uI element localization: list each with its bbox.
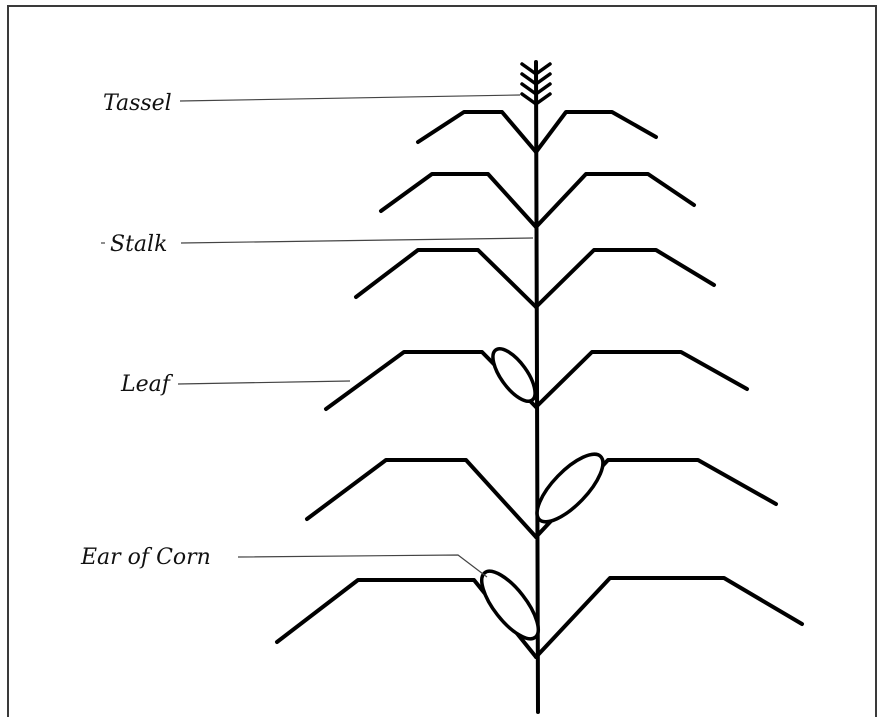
ear-leader-line (238, 555, 487, 577)
leaf-leader-line (178, 381, 350, 384)
label-ear-of-corn: Ear of Corn (80, 545, 211, 570)
label-tassel: Tassel (103, 91, 172, 116)
label-stalk: Stalk (110, 232, 167, 257)
ear-of-corn-upper (485, 342, 542, 407)
label-leaf: Leaf (120, 372, 174, 397)
tassel-leader-line (180, 95, 520, 101)
stalk-leader-line (181, 238, 533, 243)
ear-of-corn-middle (527, 445, 613, 532)
